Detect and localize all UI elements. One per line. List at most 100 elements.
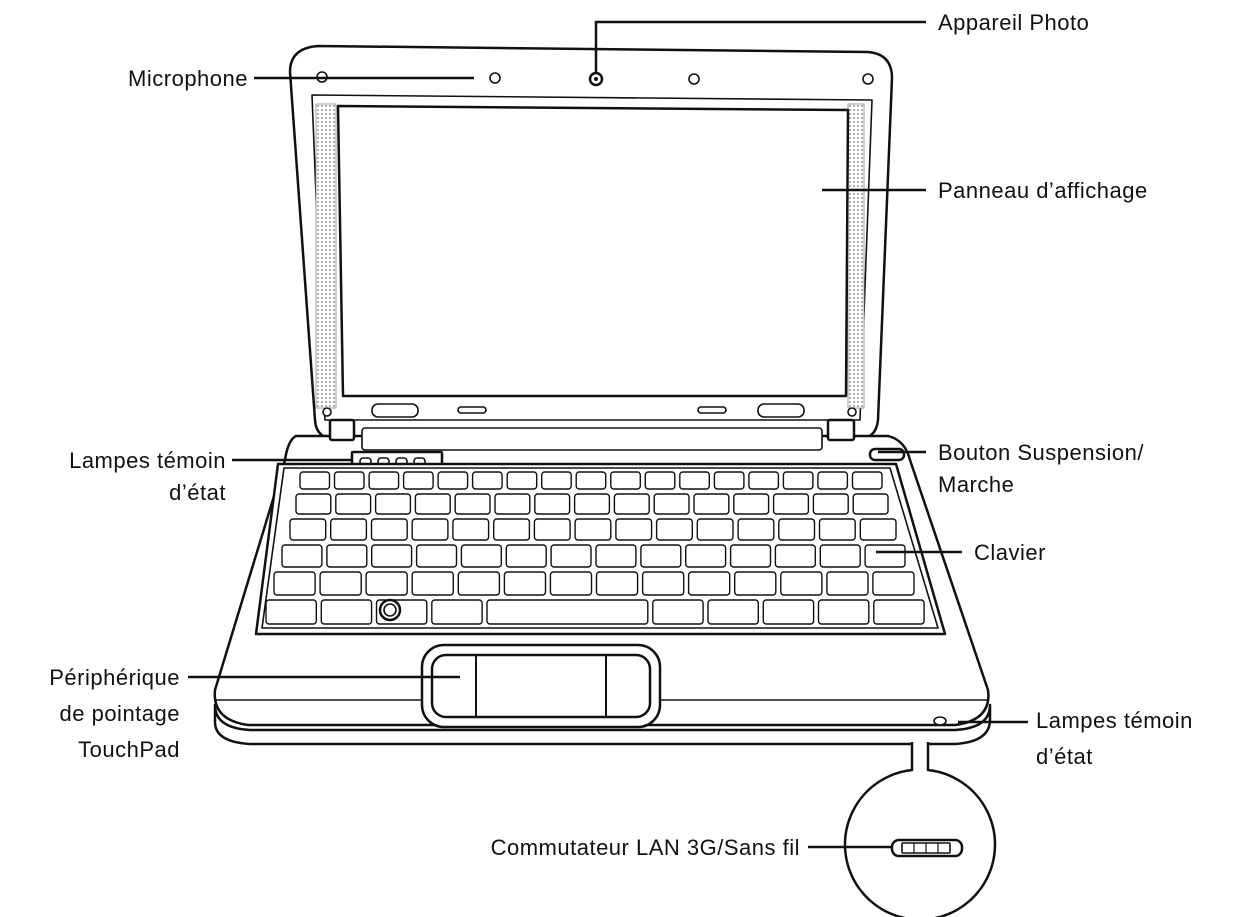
keyboard-key — [613, 493, 650, 515]
keyboard-key — [748, 471, 780, 490]
keyboard-key — [872, 571, 915, 596]
keyboard-key — [549, 571, 593, 596]
keyboard-key — [696, 518, 734, 541]
keyboard-key — [550, 544, 592, 568]
leader-lines — [188, 20, 1028, 849]
keyboard-key — [737, 518, 775, 541]
keyboard-key — [851, 471, 883, 490]
keyboard-key — [733, 493, 770, 515]
keyboard-key — [610, 471, 641, 490]
keyboard-key — [707, 599, 759, 625]
keyboard-key — [299, 471, 331, 490]
label-wireless-switch: Commutateur LAN 3G/Sans fil — [491, 835, 800, 860]
keyboard-key — [289, 518, 327, 541]
keyboard-key — [460, 544, 502, 568]
space-bar-key — [486, 599, 649, 625]
keyboard-key — [679, 471, 710, 490]
keyboard-key — [782, 471, 814, 490]
laptop-lid — [288, 44, 894, 442]
label-status-lamps-front-line2: d’état — [1036, 744, 1093, 769]
keyboard-key — [368, 471, 400, 490]
keyboard-key — [729, 544, 772, 568]
keyboard-key — [655, 518, 693, 541]
keyboard-key — [595, 544, 637, 568]
keyboard-key — [653, 493, 690, 515]
label-status-lamps-front-line1: Lampes témoin — [1036, 708, 1193, 733]
keyboard-key — [281, 544, 323, 568]
keyboard-key — [452, 518, 490, 541]
label-camera: Appareil Photo — [938, 10, 1089, 35]
keyboard-key — [273, 571, 316, 596]
laptop-base — [213, 418, 992, 746]
right-speaker-grille — [847, 103, 865, 409]
label-touchpad-line3: TouchPad — [78, 737, 180, 762]
keyboard-key — [826, 571, 869, 596]
keyboard-key — [493, 518, 531, 541]
keyboard-key — [644, 471, 676, 490]
keyboard-key — [370, 518, 408, 541]
keyboard-key — [595, 571, 639, 596]
keyboard-key — [374, 493, 412, 515]
keyboard-key — [774, 544, 817, 568]
power-button — [868, 447, 906, 462]
wireless-switch-magnifier — [843, 742, 997, 917]
label-power-button-line2: Marche — [938, 472, 1014, 497]
keyboard-key — [574, 518, 612, 541]
keyboard-key — [762, 599, 815, 625]
keyboard-key — [333, 471, 365, 490]
label-touchpad-line1: Périphérique — [49, 665, 180, 690]
label-status-lamps-top-line1: Lampes témoin — [69, 448, 226, 473]
keyboard-key — [864, 544, 906, 568]
keyboard-key — [575, 471, 607, 490]
keyboard-key — [693, 493, 730, 515]
keyboard-key — [494, 493, 531, 515]
keyboard-key — [615, 518, 653, 541]
label-touchpad-line2: de pointage — [60, 701, 181, 726]
keyboard-key — [533, 518, 571, 541]
keyboard-key — [772, 493, 810, 515]
keyboard-key — [687, 571, 731, 596]
keyboard-key — [365, 571, 408, 596]
keyboard-key — [780, 571, 823, 596]
keyboard-key — [319, 571, 362, 596]
keyboard-key — [852, 493, 889, 515]
keyboard-key — [471, 471, 503, 490]
keyboard-key — [641, 571, 685, 596]
label-display-panel: Panneau d’affichage — [938, 178, 1148, 203]
keyboard-key — [818, 518, 856, 541]
keyboard-key — [873, 599, 925, 625]
keyboard-key — [812, 493, 849, 515]
left-speaker-grille — [315, 103, 337, 409]
keyboard-keys — [265, 471, 925, 625]
keyboard-key — [330, 518, 368, 541]
keyboard-key — [326, 544, 368, 568]
keyboard-key — [503, 571, 547, 596]
touchpad — [430, 653, 652, 719]
keyboard-key — [411, 518, 449, 541]
keyboard-key — [437, 471, 469, 490]
keyboard-key — [295, 493, 332, 515]
keyboard-key — [640, 544, 682, 568]
label-status-lamps-top-line2: d’état — [169, 480, 226, 505]
keyboard-key — [371, 544, 413, 568]
keyboard-key — [457, 571, 501, 596]
keyboard-key — [431, 599, 483, 625]
keyboard-key — [859, 518, 897, 541]
keyboard-key — [411, 571, 455, 596]
keyboard-key — [778, 518, 816, 541]
keyboard-key — [713, 471, 745, 490]
keyboard-key — [265, 599, 317, 625]
front-status-lamp — [933, 716, 947, 726]
keyboard-key — [505, 544, 547, 568]
keyboard-key — [541, 471, 572, 490]
keyboard-key — [320, 599, 373, 625]
keyboard-key — [652, 599, 704, 625]
keyboard-key — [335, 493, 372, 515]
keyboard-key — [817, 471, 849, 490]
label-keyboard: Clavier — [974, 540, 1046, 565]
label-microphone: Microphone — [128, 66, 248, 91]
keyboard-key — [414, 493, 451, 515]
microphone-hole — [489, 72, 501, 84]
keyboard-key — [817, 599, 870, 625]
